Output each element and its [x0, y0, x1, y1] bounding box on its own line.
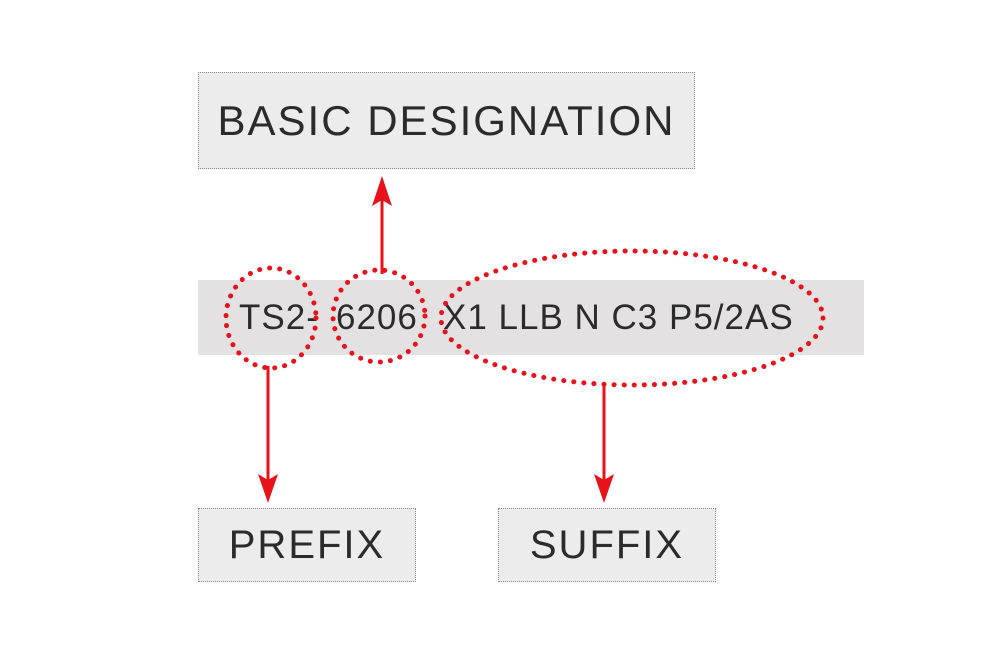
basic-designation-box: BASIC DESIGNATION — [198, 72, 695, 169]
prefix-label: PREFIX — [228, 522, 386, 567]
code-basic-designation: 6206 — [336, 298, 418, 337]
basic-designation-label: BASIC DESIGNATION — [217, 96, 676, 144]
suffix-label: SUFFIX — [529, 522, 685, 567]
arrow-down-suffix — [594, 386, 614, 503]
bearing-code-band: TS2- 6206 X1 LLB N C3 P5/2AS — [198, 280, 864, 355]
code-prefix: TS2- — [239, 298, 319, 337]
arrow-up-basic — [372, 176, 392, 274]
suffix-box: SUFFIX — [498, 508, 716, 582]
arrow-down-prefix — [258, 366, 278, 503]
code-suffix: X1 LLB N C3 P5/2AS — [443, 298, 794, 337]
prefix-box: PREFIX — [198, 508, 416, 582]
